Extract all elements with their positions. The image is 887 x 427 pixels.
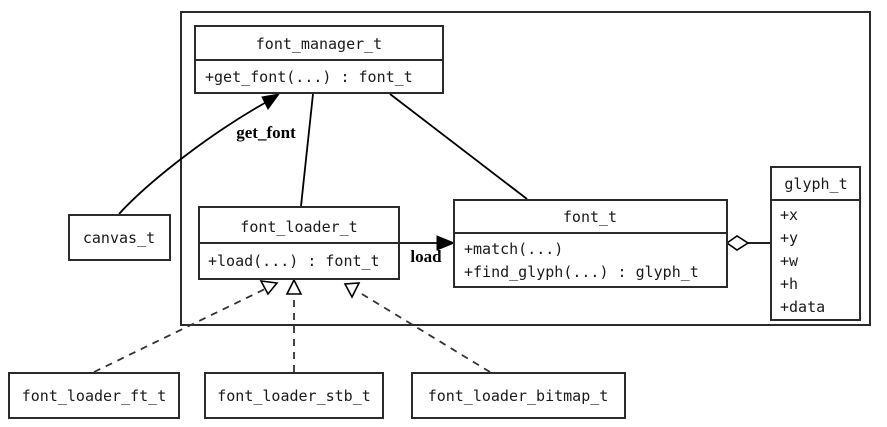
class-member-label: +y xyxy=(780,229,798,247)
class-member-label: +data xyxy=(780,298,825,316)
relation-line xyxy=(300,93,314,207)
class-member-label: +h xyxy=(780,275,798,293)
relation-line xyxy=(356,290,491,373)
edge-label-load: load xyxy=(410,247,442,266)
relation-manager-to-font xyxy=(389,93,528,200)
class-name-label: glyph_t xyxy=(784,175,847,193)
edge-label-get-font: get_font xyxy=(236,123,296,142)
class-box-frame xyxy=(204,372,384,419)
class-box-frame xyxy=(8,372,180,419)
class-box-font-manager-t[interactable]: font_manager_t +get_font(...) : font_t xyxy=(194,25,444,94)
class-name-label: font_loader_stb_t xyxy=(217,387,371,405)
diamond-aggregation-icon xyxy=(725,235,750,251)
class-box-font-loader-bitmap-t[interactable]: font_loader_bitmap_t xyxy=(411,372,626,419)
class-box-font-loader-t[interactable]: font_loader_t +load(...) : font_t xyxy=(198,206,400,280)
relation-line xyxy=(389,93,528,200)
class-box-canvas-t[interactable]: canvas_t xyxy=(68,214,171,261)
class-name-label: font_loader_t xyxy=(240,218,357,236)
class-name-label: font_loader_bitmap_t xyxy=(428,387,609,405)
class-name-label: font_manager_t xyxy=(256,35,382,53)
relation-loader-to-font xyxy=(399,235,456,251)
class-box-glyph-t[interactable]: glyph_t +x +y +w +h +data xyxy=(770,166,861,321)
class-box-font-t[interactable]: font_t +match(...) +find_glyph(...) : gl… xyxy=(453,199,728,288)
class-name-label: font_t xyxy=(563,208,617,226)
relation-bitmap-realizes-loader xyxy=(343,282,491,373)
class-box-frame xyxy=(770,166,861,321)
class-name-label: canvas_t xyxy=(83,229,155,247)
class-member-label: +x xyxy=(780,206,798,224)
relation-stb-realizes-loader xyxy=(285,278,303,372)
relation-ft-realizes-loader xyxy=(93,280,279,373)
class-box-frame xyxy=(68,214,171,261)
module-boundary-box xyxy=(180,11,871,326)
relation-loader-to-manager xyxy=(300,93,314,207)
class-member-label: +load(...) : font_t xyxy=(208,252,380,270)
class-box-font-loader-ft-t[interactable]: font_loader_ft_t xyxy=(8,372,180,419)
arrowhead-hollow-triangle-icon xyxy=(259,280,279,296)
relation-font-aggregates-glyph xyxy=(725,235,771,251)
class-member-label: +w xyxy=(780,252,799,270)
relation-line xyxy=(118,98,273,215)
arrowhead-hollow-triangle-icon xyxy=(285,278,303,295)
relation-canvas-to-manager xyxy=(118,93,281,215)
class-box-frame xyxy=(453,199,728,288)
class-box-font-loader-stb-t[interactable]: font_loader_stb_t xyxy=(204,372,384,419)
class-name-label: font_loader_ft_t xyxy=(22,387,167,405)
class-box-frame xyxy=(411,372,626,419)
arrowhead-filled-icon xyxy=(436,235,456,251)
class-member-label: +get_font(...) : font_t xyxy=(205,68,413,86)
class-member-label: +find_glyph(...) : glyph_t xyxy=(464,263,699,281)
arrowhead-filled-icon xyxy=(261,93,281,110)
relation-line xyxy=(93,288,266,373)
arrowhead-hollow-triangle-icon xyxy=(343,282,361,299)
class-member-label: +match(...) xyxy=(464,240,563,258)
